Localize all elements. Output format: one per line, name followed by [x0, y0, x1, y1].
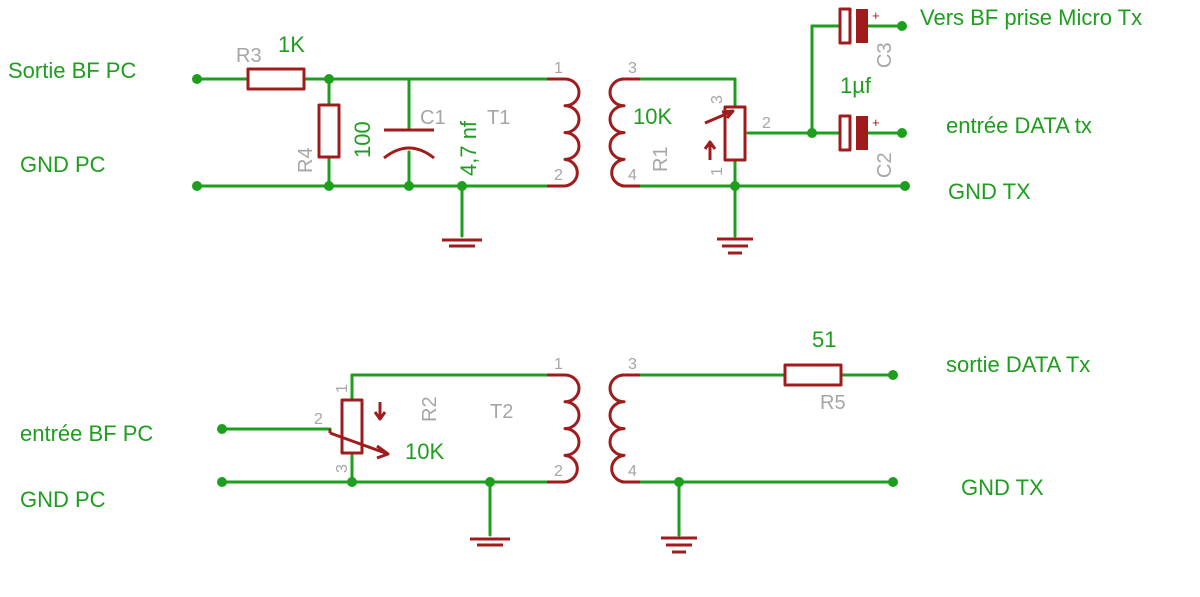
junction [324, 181, 334, 191]
t1-pin-1: 1 [554, 60, 563, 77]
net-label-gnd-pc: GND PC [20, 487, 106, 512]
terminal-gnd-pc-top [192, 181, 202, 191]
resistor-r4 [317, 103, 341, 159]
c1-name-label: C1 [420, 107, 446, 129]
r3-name-label: R3 [236, 45, 262, 67]
transformer-t1 [547, 77, 640, 188]
terminal-entree-data-tx [897, 128, 907, 138]
junction [485, 477, 495, 487]
ground-symbol [717, 237, 753, 255]
resistor-r3 [246, 67, 306, 91]
r2-pin-1: 1 [334, 384, 351, 393]
r2-pin-2: 2 [314, 411, 323, 428]
ground-symbol [661, 536, 697, 554]
c1-value-label: 4,7 nf [456, 120, 481, 176]
terminal-gnd-tx-bottom [888, 477, 898, 487]
r4-name-label: R4 [295, 147, 317, 173]
bottom-circuit: entrée BF PC GND PC 1 2 3 R2 10K T2 1 2 … [20, 327, 1090, 554]
junction [404, 181, 414, 191]
t1-pin-3: 3 [628, 60, 637, 77]
r1-pin-3: 3 [709, 95, 726, 104]
r5-name-label: R5 [820, 392, 846, 414]
r1-pin-1: 1 [709, 167, 726, 176]
t1-name-label: T1 [487, 107, 510, 129]
net-label-gnd-pc: GND PC [20, 152, 106, 177]
c2-name-label: C2 [874, 152, 896, 178]
net-label-entree-bf-pc: entrée BF PC [20, 421, 153, 446]
junction [807, 128, 817, 138]
resistor-r5 [783, 363, 843, 387]
top-wires [195, 24, 907, 238]
c2-polarity-label: + [872, 115, 880, 130]
c3-name-label: C3 [874, 42, 896, 68]
top-circuit: + + Sortie BF PC GND PC R3 1K R4 100 C1 … [8, 5, 1142, 255]
terminal-sortie-data-tx [888, 370, 898, 380]
r2-value-label: 10K [405, 439, 444, 464]
capacitor-c2: + [838, 114, 880, 152]
r2-pin-3: 3 [334, 464, 351, 473]
net-label-gnd-tx: GND TX [948, 179, 1031, 204]
terminal-vers-bf [897, 21, 907, 31]
potentiometer-r1 [703, 105, 747, 162]
net-label-vers-bf: Vers BF prise Micro Tx [920, 5, 1142, 30]
t2-pin-4: 4 [628, 463, 637, 480]
r2-name-label: R2 [419, 396, 441, 422]
t2-pin-1: 1 [554, 356, 563, 373]
junction [674, 477, 684, 487]
net-label-gnd-tx: GND TX [961, 475, 1044, 500]
c2-value-label: 1µf [840, 73, 872, 98]
net-label-sortie-bf-pc: Sortie BF PC [8, 58, 136, 83]
t2-pin-3: 3 [628, 356, 637, 373]
terminal-gnd-pc-bottom [217, 477, 227, 487]
terminal-sortie-bf-pc [192, 74, 202, 84]
r3-value-label: 1K [278, 32, 305, 57]
r1-value-label: 10K [633, 104, 672, 129]
t1-pin-2: 2 [554, 167, 563, 184]
junction [457, 181, 467, 191]
r1-pin-2: 2 [762, 115, 771, 132]
junction [324, 74, 334, 84]
t1-pin-4: 4 [628, 167, 637, 184]
bottom-junctions [217, 370, 898, 487]
capacitor-c3: + [838, 7, 880, 45]
terminal-entree-bf-pc [217, 424, 227, 434]
transformer-t2 [547, 373, 640, 484]
r5-value-label: 51 [812, 327, 836, 352]
top-junctions [192, 21, 910, 191]
potentiometer-r2 [328, 398, 390, 460]
ground-symbol [470, 537, 510, 547]
junction [347, 477, 357, 487]
capacitor-c1 [383, 128, 435, 160]
r1-name-label: R1 [650, 146, 672, 172]
net-label-entree-data-tx: entrée DATA tx [946, 113, 1092, 138]
ground-symbol [442, 238, 482, 248]
c3-polarity-label: + [872, 8, 880, 23]
terminal-gnd-tx-top [900, 181, 910, 191]
net-label-sortie-data-tx: sortie DATA Tx [946, 352, 1090, 377]
bottom-wires [220, 373, 895, 537]
t2-name-label: T2 [490, 401, 513, 423]
r4-value-label: 100 [350, 121, 375, 158]
junction [730, 181, 740, 191]
t2-pin-2: 2 [554, 463, 563, 480]
